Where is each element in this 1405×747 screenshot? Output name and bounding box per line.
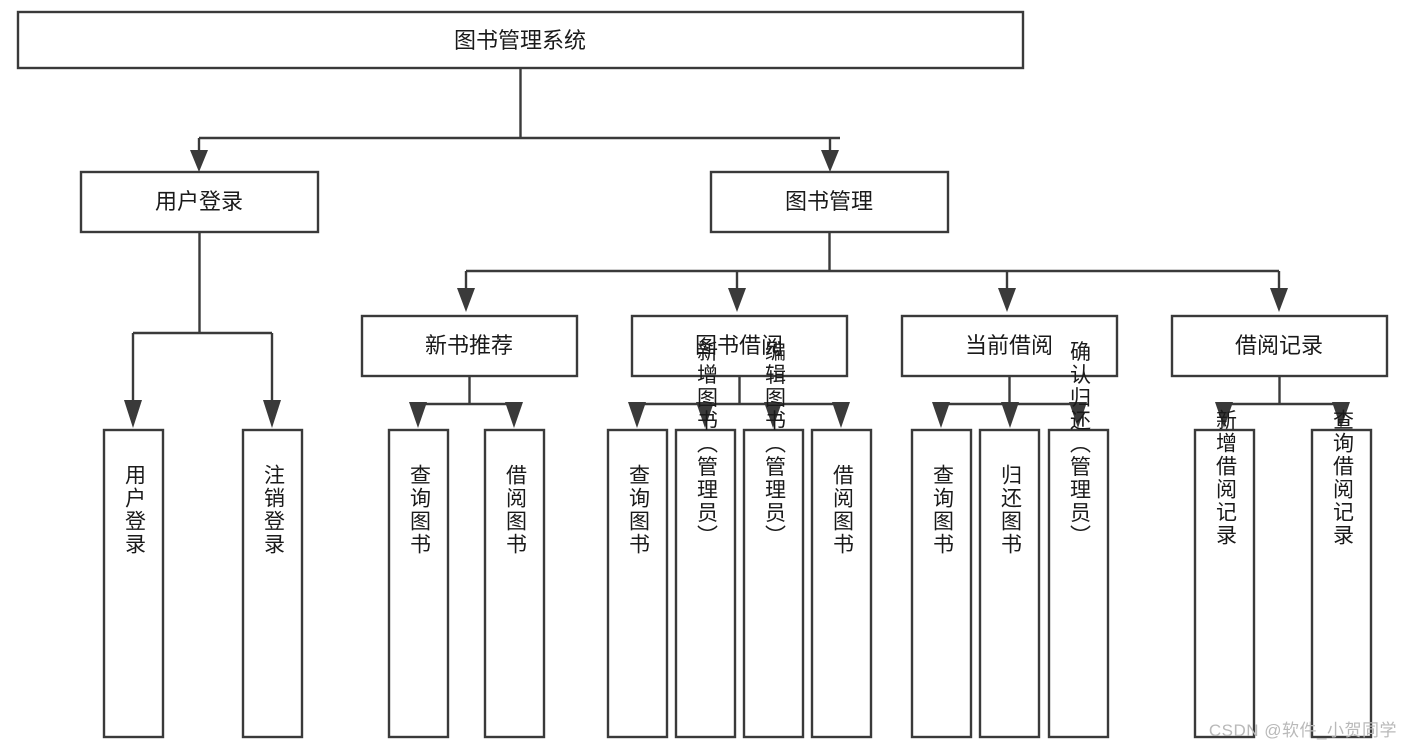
leaf-logout-login-label: 注销登录 — [261, 464, 285, 556]
node-borrow-record[interactable]: 借阅记录 — [1170, 314, 1389, 378]
leaf-recommend-borrow-book-box — [483, 428, 546, 739]
arrow-to-borrow-record — [1270, 288, 1288, 312]
node-root-label: 图书管理系统 — [454, 28, 586, 53]
arrow-recommend-leaf-1 — [409, 402, 427, 428]
leaf-record-add-record[interactable]: 新增借阅记录 — [1193, 409, 1256, 739]
node-new-book-recommend[interactable]: 新书推荐 — [360, 314, 579, 378]
leaf-current-confirm-return-label: 确认归还（管理员） — [1067, 341, 1091, 548]
leaf-current-query-book-label: 查询图书 — [930, 464, 954, 556]
leaf-borrow-borrow-book-label: 借阅图书 — [830, 464, 854, 556]
node-book-borrow-box — [630, 314, 849, 378]
arrow-record-leaf-1 — [1215, 402, 1233, 428]
arrow-borrow-leaf-3 — [764, 402, 782, 428]
leaf-current-return-book-label: 归还图书 — [998, 464, 1022, 556]
node-current-borrow-label: 当前借阅 — [965, 333, 1053, 358]
arrow-to-book-management — [821, 150, 839, 172]
node-current-borrow-box — [900, 314, 1119, 378]
arrow-borrow-leaf-4 — [832, 402, 850, 428]
leaf-current-confirm-return[interactable]: 确认归还（管理员） — [1047, 341, 1110, 739]
node-borrow-record-box — [1170, 314, 1389, 378]
arrow-recommend-leaf-2 — [505, 402, 523, 428]
leaf-borrow-add-book-label: 新增图书（管理员） — [694, 341, 718, 548]
node-root-box — [16, 10, 1025, 70]
leaf-record-add-record-label: 新增借阅记录 — [1213, 409, 1237, 547]
arrow-to-book-borrow — [728, 288, 746, 312]
leaf-borrow-query-book[interactable]: 查询图书 — [606, 428, 669, 739]
leaf-user-login[interactable]: 用户登录 — [102, 428, 165, 739]
node-new-book-recommend-label: 新书推荐 — [425, 333, 513, 358]
leaf-borrow-add-book[interactable]: 新增图书（管理员） — [674, 341, 737, 739]
leaf-logout-login-box — [241, 428, 304, 739]
leaf-recommend-query-book[interactable]: 查询图书 — [387, 428, 450, 739]
leaf-logout-login[interactable]: 注销登录 — [241, 428, 304, 739]
leaf-borrow-borrow-book[interactable]: 借阅图书 — [810, 428, 873, 739]
arrow-borrow-leaf-1 — [628, 402, 646, 428]
arrow-to-new-book-recommend — [457, 288, 475, 312]
leaf-current-confirm-return-box — [1047, 428, 1110, 739]
node-root-book-management-system[interactable]: 图书管理系统 — [16, 10, 1025, 70]
leaf-borrow-query-book-box — [606, 428, 669, 739]
leaf-borrow-edit-book-box — [742, 428, 805, 739]
leaf-current-query-book-box — [910, 428, 973, 739]
node-current-borrow[interactable]: 当前借阅 — [900, 314, 1119, 378]
node-user-login-label: 用户登录 — [155, 189, 243, 214]
node-new-book-recommend-box — [360, 314, 579, 378]
leaf-current-return-book-box — [978, 428, 1041, 739]
arrow-borrow-leaf-2 — [696, 402, 714, 428]
leaf-borrow-borrow-book-box — [810, 428, 873, 739]
arrow-record-leaf-2 — [1332, 402, 1350, 428]
leaf-user-login-label: 用户登录 — [122, 464, 146, 556]
leaf-record-add-record-box — [1193, 428, 1256, 739]
node-book-management[interactable]: 图书管理 — [709, 170, 950, 234]
leaf-borrow-edit-book-label: 编辑图书（管理员） — [762, 341, 786, 548]
leaf-borrow-query-book-label: 查询图书 — [626, 464, 650, 556]
leaf-record-query-record-label: 查询借阅记录 — [1330, 409, 1354, 547]
arrow-to-user-login — [190, 150, 208, 172]
node-user-login[interactable]: 用户登录 — [79, 170, 320, 234]
arrow-to-leaf-logout — [263, 400, 281, 428]
node-book-management-label: 图书管理 — [785, 189, 873, 214]
leaf-recommend-query-book-box — [387, 428, 450, 739]
node-borrow-record-label: 借阅记录 — [1235, 333, 1323, 358]
arrow-current-leaf-2 — [1001, 402, 1019, 428]
node-user-login-box — [79, 170, 320, 234]
arrow-to-current-borrow — [998, 288, 1016, 312]
leaf-recommend-borrow-book[interactable]: 借阅图书 — [483, 428, 546, 739]
leaf-borrow-edit-book[interactable]: 编辑图书（管理员） — [742, 341, 805, 739]
arrow-current-leaf-1 — [932, 402, 950, 428]
leaf-borrow-add-book-box — [674, 428, 737, 739]
arrow-current-leaf-3 — [1069, 402, 1087, 428]
leaf-current-return-book[interactable]: 归还图书 — [978, 428, 1041, 739]
connector-layer — [124, 68, 1350, 428]
arrow-to-leaf-user-login — [124, 400, 142, 428]
leaf-record-query-record[interactable]: 查询借阅记录 — [1310, 409, 1373, 739]
leaf-recommend-query-book-label: 查询图书 — [407, 464, 431, 556]
node-book-borrow-label: 图书借阅 — [695, 333, 783, 358]
leaf-current-query-book[interactable]: 查询图书 — [910, 428, 973, 739]
node-book-borrow[interactable]: 图书借阅 — [630, 314, 849, 378]
node-book-management-box — [709, 170, 950, 234]
leaf-record-query-record-box — [1310, 428, 1373, 739]
leaf-recommend-borrow-book-label: 借阅图书 — [503, 464, 527, 556]
leaf-user-login-box — [102, 428, 165, 739]
